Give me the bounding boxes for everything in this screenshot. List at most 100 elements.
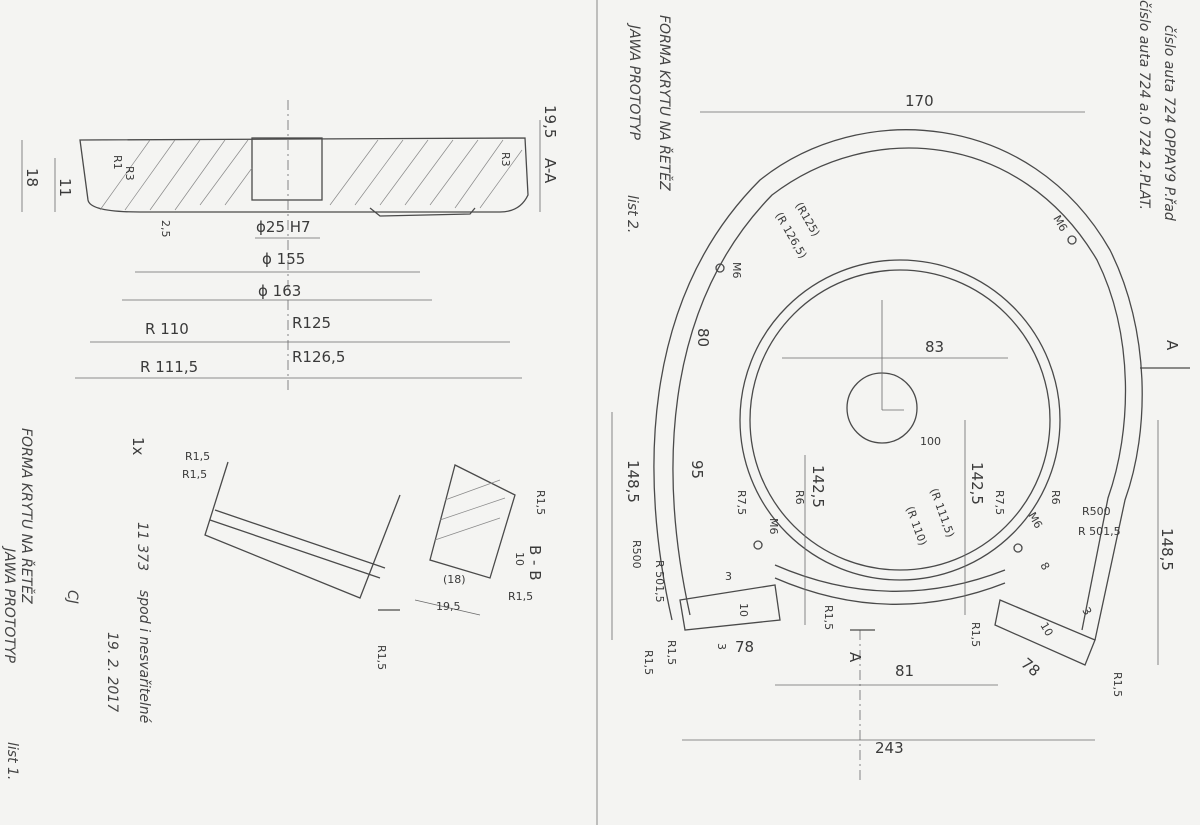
outer-contour [653, 129, 1143, 641]
hole-m6-4 [1013, 543, 1023, 553]
label-a-top: A [1163, 340, 1181, 351]
dim-r3-small: R3 [123, 166, 136, 181]
dim-2-5: 2,5 [159, 220, 172, 238]
inner-contour [672, 147, 1127, 631]
material-note: 11 373 [134, 522, 150, 571]
rdim-10b: 10 [1037, 620, 1055, 639]
rdim-r15e: R1,5 [1111, 672, 1124, 697]
section-label-a-a: A-A [541, 158, 559, 184]
rdim-r15b: R1,5 [642, 650, 655, 675]
detail-qty: 1x [129, 437, 147, 456]
right-foot [994, 599, 1096, 666]
bb-d18: (18) [443, 573, 466, 586]
rdim-r6b: R6 [1049, 490, 1062, 505]
hole-m6-3 [753, 540, 763, 550]
date-note: 19. 2. 2017 [104, 632, 120, 712]
rdim-r75b: R7,5 [993, 490, 1006, 515]
rdim-148l: 148,5 [624, 460, 642, 503]
rdim-r500: R500 [1082, 505, 1111, 518]
rdim-m6b: M6 [1050, 213, 1070, 234]
bb-r15b: R1,5 [508, 590, 533, 603]
detail-r15b: R1,5 [182, 468, 207, 481]
dim-r3: R3 [499, 152, 512, 167]
dim-11: 11 [56, 178, 74, 197]
rdim-78a: 78 [735, 638, 754, 656]
left-sheet-number: list 1. [4, 742, 20, 780]
dim-163: ϕ 163 [258, 282, 301, 300]
bb-outline [429, 464, 516, 579]
dim-r110: R 110 [145, 320, 189, 338]
right-title-2: JAWA PROTOTYP [626, 22, 642, 140]
bb-label: B - B [526, 545, 544, 581]
rdim-148r: 148,5 [1158, 528, 1176, 571]
ring-inner [749, 269, 1051, 571]
rdim-8: 8 [1037, 560, 1052, 573]
rdim-m6a: M6 [730, 262, 743, 279]
label-a-bottom: A [846, 652, 864, 663]
rdim-r110: (R 110) [903, 505, 929, 548]
hole-m6-2 [1067, 235, 1077, 245]
rdim-142b: 142,5 [968, 462, 986, 505]
dim-19-5: 19,5 [541, 105, 559, 138]
rdim-10a: 10 [737, 603, 750, 617]
rdim-r15a: R1,5 [665, 640, 678, 665]
right-title-1: FORMA KRYTU NA ŘETĚZ [656, 15, 674, 191]
detail-r15a: R1,5 [185, 450, 210, 463]
dim-r1: R1 [111, 155, 124, 170]
rdim-m6d: M6 [1025, 510, 1045, 531]
left-title-1: FORMA KRYTU NA ŘETĚZ [18, 428, 36, 604]
right-sheet-number: list 2. [624, 195, 640, 233]
section-b-b-view [414, 464, 516, 616]
signature: CJ [64, 590, 80, 604]
rdim-81: 81 [895, 662, 914, 680]
rdim-95: 95 [688, 460, 706, 479]
bb-d195: 19,5 [436, 600, 461, 613]
plan-view [611, 111, 1190, 780]
rdim-100: 100 [920, 435, 941, 448]
header-line-1: číslo auta 724 OPPAY9 P.řad [1161, 25, 1177, 221]
rdim-r15c: R1,5 [822, 605, 835, 630]
dim-r125: R125 [292, 314, 331, 332]
hub-bore [251, 137, 323, 201]
rdim-r501l: R 501,5 [653, 560, 666, 603]
detail-profile-inner [214, 509, 386, 569]
rdim-3b: 3 [715, 643, 728, 650]
finish-note: spod i nesvařitelné [136, 590, 152, 724]
left-title-2: JAWA PROTOTYP [1, 545, 17, 663]
rdim-r6a: R6 [793, 490, 806, 505]
detail-profile-outline [204, 461, 401, 599]
bb-r15a: R1,5 [534, 490, 547, 515]
header-line-2: číslo auta 724 a.0 724 2.PLAT. [1136, 0, 1152, 210]
ring-outer [739, 259, 1061, 581]
detail-r15c: R1,5 [375, 645, 388, 670]
hole-m6-1 [715, 263, 725, 273]
rdim-243: 243 [875, 739, 904, 757]
rdim-r15d: R1,5 [969, 622, 982, 647]
dim-r111: R 111,5 [140, 358, 198, 376]
rdim-3c: 3 [1079, 605, 1094, 618]
rdim-80: 80 [694, 328, 712, 347]
rdim-170: 170 [905, 92, 934, 110]
lower-lip [369, 207, 476, 217]
rdim-3a: 3 [725, 570, 732, 583]
rdim-r111: (R 111,5) [927, 487, 957, 540]
section-outline [79, 137, 529, 213]
rdim-78b: 78 [1017, 654, 1043, 680]
detail-profile-view [204, 461, 401, 611]
section-a-a-view [21, 100, 541, 390]
left-foot [679, 584, 781, 631]
lower-arc [774, 564, 1006, 592]
rdim-m6c: M6 [767, 518, 780, 535]
rdim-r501: R 501,5 [1078, 525, 1121, 538]
rdim-142a: 142,5 [809, 465, 827, 508]
rdim-r75a: R7,5 [735, 490, 748, 515]
bb-hatching [434, 479, 506, 541]
lower-arc-2 [774, 577, 1006, 605]
bb-dim-line [414, 599, 481, 616]
rdim-r500l: R500 [630, 540, 643, 569]
dim-18: 18 [23, 168, 41, 187]
dim-bore: ϕ25 H7 [256, 218, 311, 236]
bb-d10: 10 [513, 552, 526, 566]
